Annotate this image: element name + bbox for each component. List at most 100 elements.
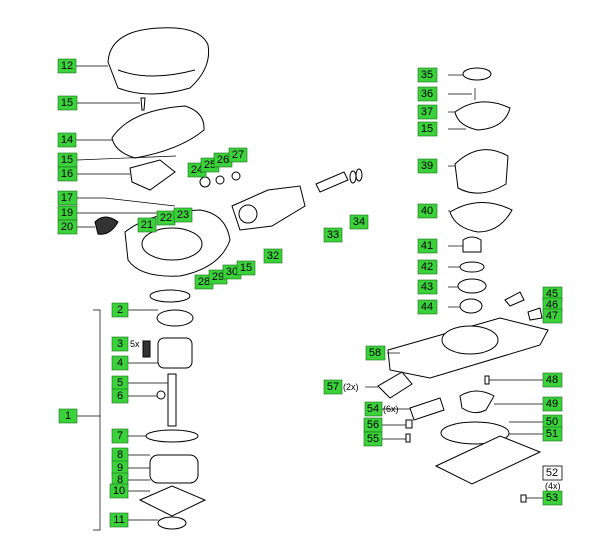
label-20: 20 xyxy=(57,219,78,235)
svg-text:42: 42 xyxy=(421,261,433,273)
label-48: 48 xyxy=(542,372,563,388)
note-3-qty: 5x xyxy=(130,339,140,349)
svg-text:3: 3 xyxy=(117,338,123,350)
label-34: 34 xyxy=(349,214,369,230)
label-2: 2 xyxy=(111,302,129,318)
svg-text:8: 8 xyxy=(117,449,123,461)
svg-text:50: 50 xyxy=(546,416,558,428)
svg-text:15: 15 xyxy=(240,262,252,274)
label-45: 45 xyxy=(542,286,563,302)
label-52: 52 xyxy=(542,465,563,481)
label-15c: 15 xyxy=(236,260,256,276)
label-40: 40 xyxy=(417,203,438,219)
label-15d: 15 xyxy=(417,121,438,137)
svg-text:19: 19 xyxy=(61,207,73,219)
label-23: 23 xyxy=(173,207,193,223)
label-3: 3 xyxy=(111,336,129,352)
label-27: 27 xyxy=(228,147,248,163)
leader-lines xyxy=(76,65,543,531)
svg-text:17: 17 xyxy=(61,192,73,204)
svg-text:6: 6 xyxy=(117,390,123,402)
label-30: 30 xyxy=(222,264,242,280)
label-50: 50 xyxy=(542,414,563,430)
svg-text:30: 30 xyxy=(226,266,238,278)
part-drawings xyxy=(94,27,549,530)
svg-text:28: 28 xyxy=(198,276,210,288)
svg-text:5: 5 xyxy=(117,377,123,389)
label-46: 46 xyxy=(542,297,563,313)
label-55: 55 xyxy=(363,431,383,447)
svg-text:25: 25 xyxy=(204,159,216,171)
label-26: 26 xyxy=(213,152,233,168)
label-15b: 15 xyxy=(57,152,78,168)
note-52-qty: (4x) xyxy=(545,481,561,491)
label-37: 37 xyxy=(417,104,438,120)
svg-text:10: 10 xyxy=(113,485,125,497)
svg-text:51: 51 xyxy=(546,428,558,440)
label-43: 43 xyxy=(417,279,438,295)
label-28: 28 xyxy=(194,274,214,290)
svg-text:53: 53 xyxy=(546,492,558,504)
label-12: 12 xyxy=(57,58,77,74)
label-54: 54 xyxy=(364,401,383,417)
svg-text:57: 57 xyxy=(327,381,339,393)
label-6: 6 xyxy=(111,388,129,404)
label-41: 41 xyxy=(417,238,438,254)
svg-text:15: 15 xyxy=(61,97,73,109)
svg-text:58: 58 xyxy=(369,347,381,359)
label-58: 58 xyxy=(365,345,386,361)
svg-text:43: 43 xyxy=(421,281,433,293)
label-33: 33 xyxy=(323,227,343,243)
svg-text:4: 4 xyxy=(117,357,123,369)
svg-text:56: 56 xyxy=(367,419,379,431)
label-22: 22 xyxy=(156,210,176,226)
svg-text:44: 44 xyxy=(421,301,433,313)
label-16: 16 xyxy=(57,166,78,182)
label-7: 7 xyxy=(111,428,129,444)
svg-text:14: 14 xyxy=(61,134,73,146)
label-24: 24 xyxy=(187,162,207,178)
svg-text:46: 46 xyxy=(546,299,558,311)
label-32: 32 xyxy=(263,248,283,264)
label-53: 53 xyxy=(542,490,563,506)
svg-text:24: 24 xyxy=(191,164,203,176)
svg-text:22: 22 xyxy=(160,212,172,224)
label-19: 19 xyxy=(57,205,78,221)
svg-text:21: 21 xyxy=(141,219,153,231)
label-21: 21 xyxy=(137,217,157,233)
svg-text:16: 16 xyxy=(61,168,73,180)
svg-text:9: 9 xyxy=(117,462,123,474)
svg-text:34: 34 xyxy=(353,216,365,228)
label-8a: 8 xyxy=(111,447,129,463)
label-14: 14 xyxy=(57,132,77,148)
label-49: 49 xyxy=(542,396,563,412)
svg-text:54: 54 xyxy=(367,403,379,415)
label-44: 44 xyxy=(417,299,438,315)
label-56: 56 xyxy=(363,417,383,433)
label-39: 39 xyxy=(417,158,438,174)
svg-text:37: 37 xyxy=(421,106,433,118)
svg-text:8: 8 xyxy=(117,474,123,486)
svg-text:23: 23 xyxy=(177,209,189,221)
svg-text:12: 12 xyxy=(61,60,73,72)
svg-text:15: 15 xyxy=(421,123,433,135)
svg-text:41: 41 xyxy=(421,240,433,252)
label-15a: 15 xyxy=(57,95,78,111)
label-47: 47 xyxy=(542,308,563,324)
svg-text:29: 29 xyxy=(212,271,224,283)
svg-text:27: 27 xyxy=(232,149,244,161)
svg-text:1: 1 xyxy=(65,410,71,422)
svg-text:7: 7 xyxy=(117,430,123,442)
svg-text:39: 39 xyxy=(421,160,433,172)
label-5: 5 xyxy=(111,375,129,391)
label-42: 42 xyxy=(417,259,438,275)
label-4: 4 xyxy=(111,355,129,371)
svg-text:48: 48 xyxy=(546,374,558,386)
label-29: 29 xyxy=(208,269,228,285)
svg-text:2: 2 xyxy=(117,304,123,316)
label-36: 36 xyxy=(417,86,438,102)
svg-text:20: 20 xyxy=(61,221,73,233)
label-57: 57 xyxy=(323,379,343,395)
label-1: 1 xyxy=(58,408,78,424)
label-9: 9 xyxy=(111,460,129,476)
